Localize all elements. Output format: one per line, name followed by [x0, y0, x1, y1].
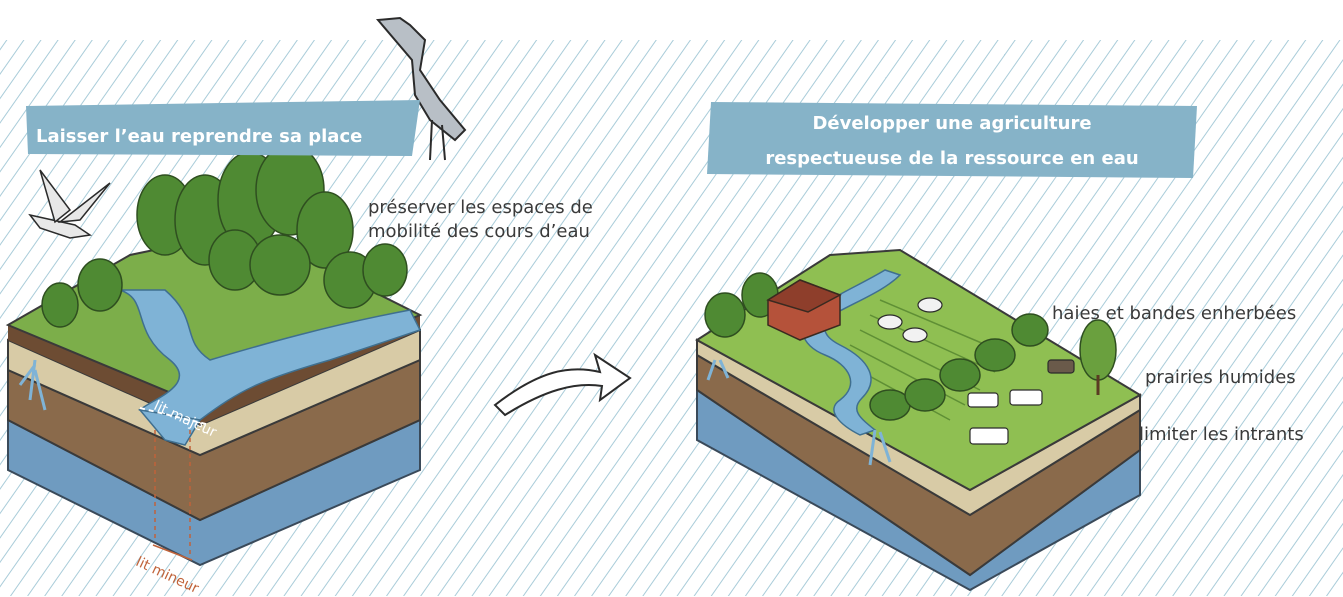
label-inputs: limiter les intrants — [1139, 424, 1304, 445]
bed-major-line — [139, 407, 211, 426]
left-caption-line1: préserver les espaces de — [368, 197, 593, 218]
barn-icon — [766, 279, 842, 341]
left-title-banner: Laisser l’eau reprendre sa place — [26, 100, 420, 156]
left-forest — [41, 144, 408, 328]
right-title-line2: respectueuse de la ressource en eau — [765, 148, 1139, 169]
gull-icon — [28, 169, 111, 239]
left-title: Laisser l’eau reprendre sa place — [36, 126, 363, 147]
left-caption-line2: mobilité des cours d’eau — [368, 221, 590, 242]
arrow-icon — [493, 352, 632, 417]
bed-minor-arrow — [152, 544, 193, 561]
right-title-banner: Développer une agriculture respectueuse … — [707, 100, 1197, 178]
left-roots — [18, 359, 47, 411]
left-block-diagram — [5, 144, 423, 567]
right-title-line1: Développer une agriculture — [812, 113, 1092, 134]
cow-icon — [967, 359, 1075, 445]
left-river — [119, 289, 422, 421]
right-block-diagram — [695, 248, 1142, 592]
sheep-icon — [877, 297, 943, 343]
heron-icon — [375, 16, 467, 161]
label-meadows: prairies humides — [1145, 367, 1296, 388]
label-hedges: haies et bandes enherbées — [1052, 303, 1297, 324]
tree-icon — [1079, 319, 1117, 395]
right-roots — [706, 359, 892, 466]
